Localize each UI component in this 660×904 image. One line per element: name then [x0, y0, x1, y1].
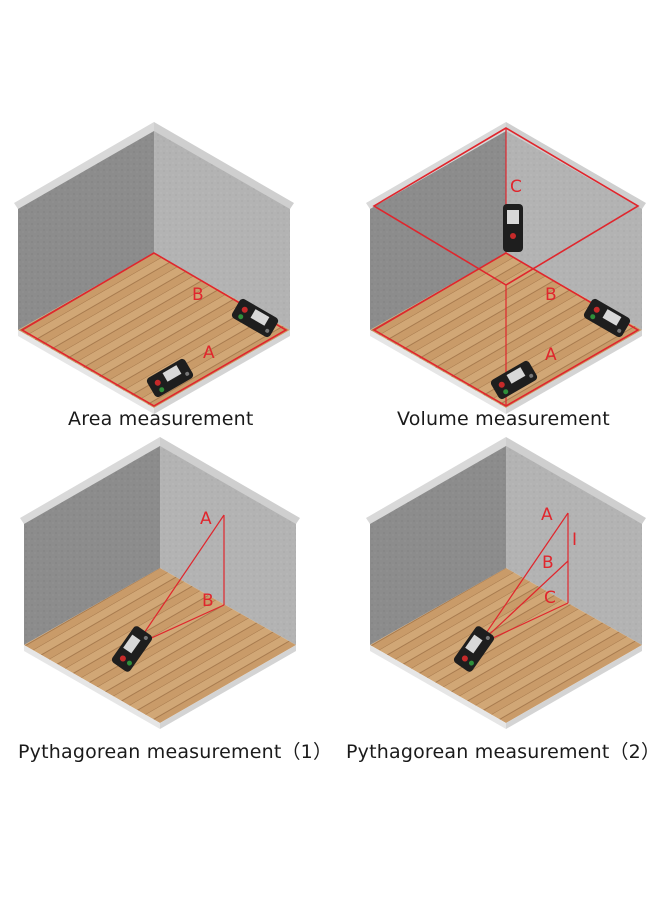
device-screen — [123, 634, 141, 654]
floor-edge-left — [24, 645, 160, 729]
room-pyth1: AB — [20, 437, 300, 729]
device-button-green — [126, 660, 132, 666]
device-button-green — [468, 660, 474, 666]
device-screen — [602, 309, 622, 326]
label-i: I — [572, 530, 577, 550]
right-wall — [506, 128, 642, 330]
caption-pythagorean-measurement-1: Pythagorean measurement（1） — [18, 741, 333, 763]
laser-meter-device-right — [583, 298, 631, 338]
device-button-green — [503, 389, 509, 395]
caption-area-measurement: Area measurement — [68, 408, 254, 430]
label-c: C — [510, 177, 522, 197]
floor-edge-left — [370, 330, 506, 414]
laser-meter-device-front — [490, 360, 538, 400]
wood-floor — [370, 568, 642, 723]
laser-meter-device-right — [231, 298, 279, 338]
label-b: B — [545, 285, 557, 305]
device-button — [143, 635, 148, 640]
floor-edge-left — [18, 330, 154, 414]
label-a: A — [200, 509, 212, 529]
device-screen — [506, 367, 526, 384]
device-button-red — [241, 306, 248, 313]
label-c: C — [544, 588, 556, 608]
room-area: BA — [14, 122, 294, 414]
device-screen — [507, 210, 519, 224]
floor-edge-right — [160, 645, 296, 729]
caption-pythagorean-measurement-2: Pythagorean measurement（2） — [346, 741, 660, 763]
label-b: B — [192, 285, 204, 305]
left-wall — [370, 443, 506, 645]
label-b: B — [542, 553, 554, 573]
device-button — [185, 371, 190, 376]
right-wall-top-edge — [506, 437, 646, 524]
device-button-green — [238, 314, 244, 320]
device-button-red — [461, 655, 468, 662]
device-button-green — [159, 387, 165, 393]
device-button-green — [590, 314, 596, 320]
right-wall — [506, 443, 642, 645]
device-button — [617, 328, 622, 333]
left-wall-top-edge — [366, 437, 506, 524]
left-wall-top-edge — [20, 437, 160, 524]
device-button — [485, 635, 490, 640]
left-wall-top-edge — [366, 122, 506, 209]
caption-volume-measurement: Volume measurement — [397, 408, 610, 430]
right-wall-top-edge — [506, 122, 646, 209]
laser-meter-device-front — [146, 358, 194, 398]
right-wall-top-edge — [160, 437, 300, 524]
left-wall — [18, 128, 154, 330]
laser-meter-device-vertical — [503, 204, 523, 252]
wood-floor — [24, 568, 296, 723]
label-b: B — [202, 591, 214, 611]
laser-meter-device — [111, 626, 153, 672]
label-a: A — [203, 343, 215, 363]
left-wall — [370, 128, 506, 330]
right-wall-top-edge — [154, 122, 294, 209]
room-volume: C B A — [366, 122, 646, 414]
device-button — [529, 373, 534, 378]
laser-meter-device — [453, 626, 495, 672]
laser-hypotenuse — [135, 514, 225, 646]
label-a: A — [545, 345, 557, 365]
device-screen — [250, 309, 270, 326]
floor-edge-right — [506, 645, 642, 729]
device-button-red — [119, 655, 126, 662]
device-button — [265, 328, 270, 333]
device-button-red — [498, 381, 505, 388]
floor-edge-left — [370, 645, 506, 729]
right-wall — [154, 128, 290, 330]
device-button-red — [154, 379, 161, 386]
device-screen — [162, 365, 182, 382]
label-a: A — [541, 505, 553, 525]
device-button-red — [593, 306, 600, 313]
floor-edge-right — [506, 330, 642, 414]
device-screen — [465, 634, 483, 654]
floor-edge-right — [154, 330, 290, 414]
left-wall-top-edge — [14, 122, 154, 209]
laser-line-b — [477, 560, 569, 646]
laser-line-a — [477, 512, 569, 646]
device-button-red — [510, 233, 516, 239]
left-wall — [24, 443, 160, 645]
right-wall — [160, 443, 296, 645]
